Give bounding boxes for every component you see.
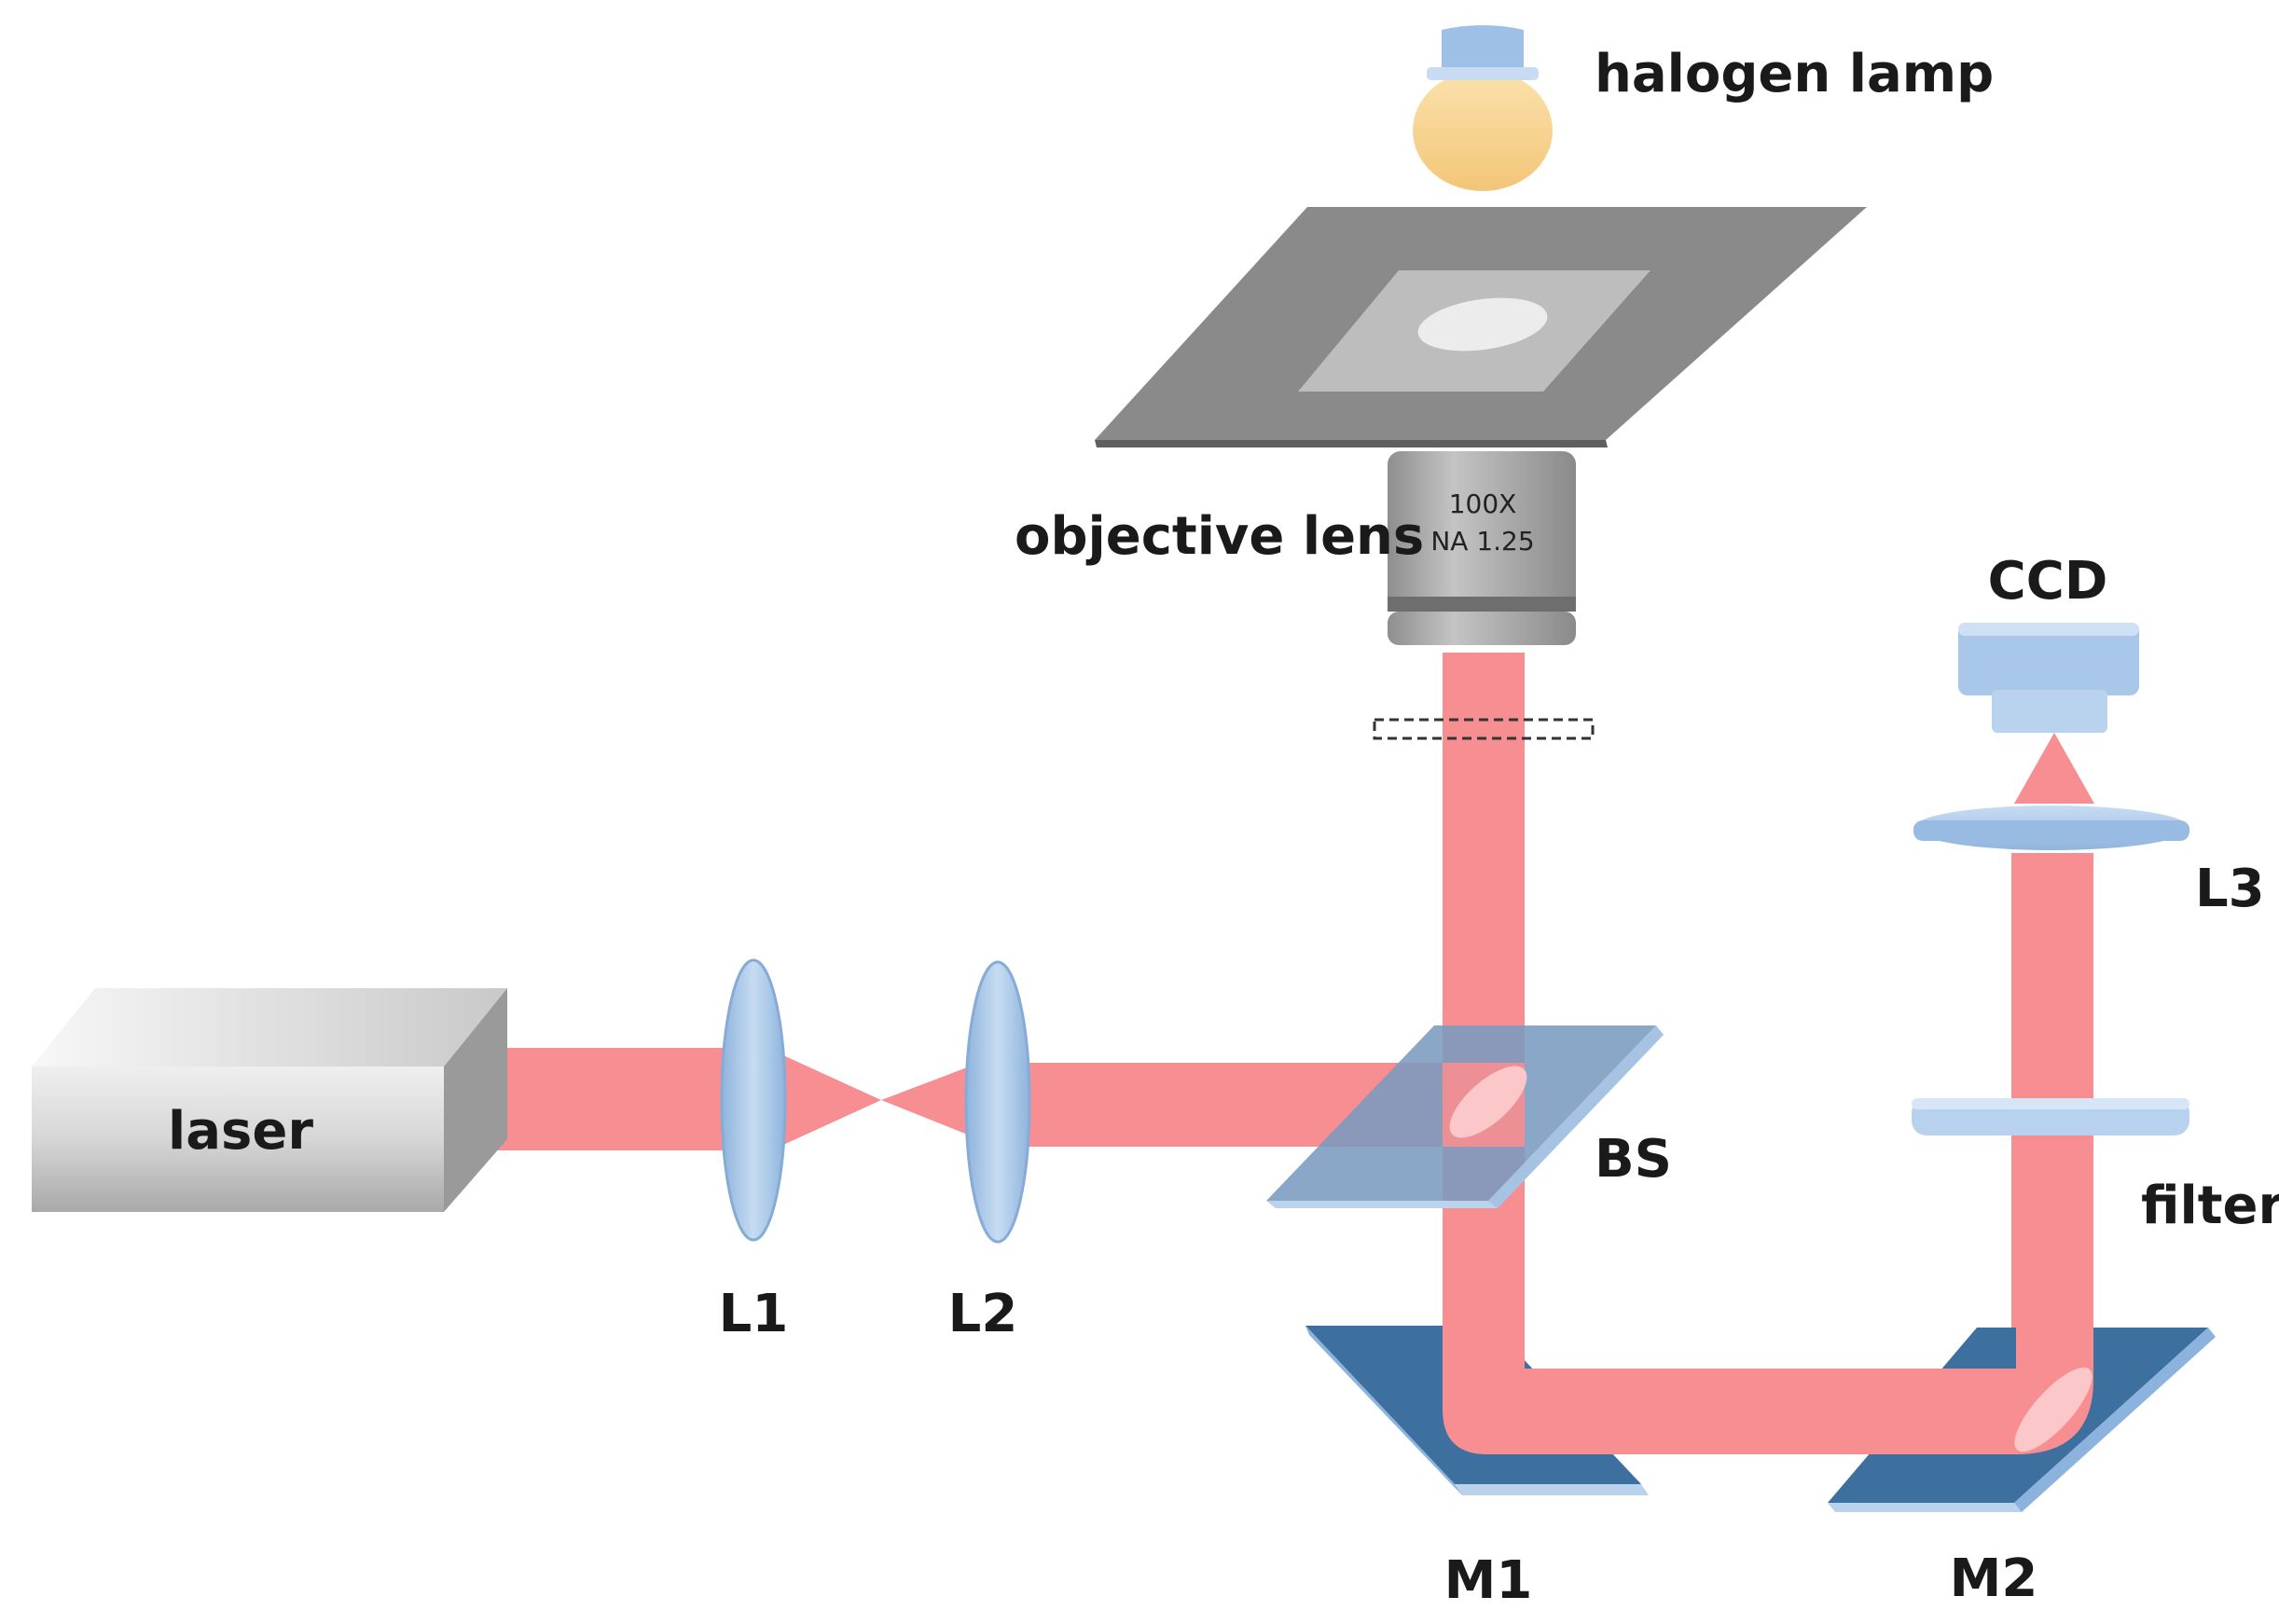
l2-label: L2: [948, 1284, 1018, 1344]
bs-beam-spot: [1449, 1066, 1527, 1138]
laser-label: laser: [168, 1101, 313, 1162]
objective-lens-label: objective lens: [1015, 506, 1424, 567]
m1-label: M1: [1444, 1550, 1533, 1611]
focal-plane-marker: [1373, 718, 1595, 740]
lamp-bulb: [1413, 70, 1553, 191]
lamp-cap: [1442, 25, 1524, 78]
lens-l1: L1: [719, 958, 789, 1344]
objective-na: NA 1.25: [1430, 526, 1534, 557]
lens-l3: L3: [1913, 805, 2265, 919]
ccd-label: CCD: [1988, 551, 2108, 612]
ccd-lens-mount: [1992, 690, 2107, 733]
objective-magnification: 100X: [1449, 489, 1517, 519]
beam-segment-laser-l1: [483, 1048, 727, 1150]
mirror-m2: M2: [1828, 1328, 2216, 1609]
bs-label: BS: [1595, 1129, 1672, 1190]
lens-l2: L2: [948, 960, 1031, 1344]
sample-stage: [1095, 207, 1867, 447]
mirror-m1: M1: [1305, 1326, 1660, 1611]
beam-cone-l2: [881, 1063, 979, 1139]
halogen-lamp-label: halogen lamp: [1595, 44, 1994, 104]
laser-front: [32, 1067, 444, 1212]
beam-cone-l3: [2014, 733, 2094, 804]
sample-droplet: [1417, 297, 1548, 351]
l1-label: L1: [719, 1284, 789, 1344]
filter: filter: [1912, 1098, 2279, 1236]
filter-label: filter: [2141, 1176, 2279, 1236]
laser-top: [32, 988, 507, 1067]
beam-segment-m2-l3: [2011, 853, 2093, 1454]
ccd-body: [1958, 623, 2139, 695]
l3-label: L3: [2195, 859, 2265, 919]
m2-beam-spot: [2014, 1367, 2093, 1452]
laser-source: laser: [32, 988, 507, 1212]
objective-body: [1388, 451, 1576, 610]
m2-label: M2: [1950, 1548, 2038, 1609]
halogen-lamp: halogen lamp: [1413, 25, 1994, 191]
beam-cone-l1: [783, 1055, 881, 1145]
objective-lens: 100X NA 1.25 objective lens: [1015, 451, 1576, 645]
ccd-camera: CCD: [1958, 551, 2139, 733]
laser-side: [444, 988, 507, 1212]
beam-splitter: BS: [1266, 1025, 1672, 1208]
